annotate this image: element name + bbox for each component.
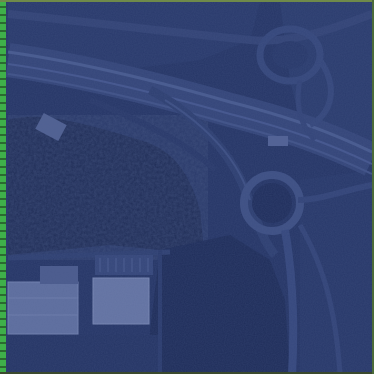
map-top-edge-strip bbox=[0, 0, 374, 2]
map-right-edge-strip bbox=[372, 0, 374, 374]
map-left-edge-strip bbox=[0, 0, 6, 374]
map-bottom-edge-strip bbox=[0, 372, 374, 374]
